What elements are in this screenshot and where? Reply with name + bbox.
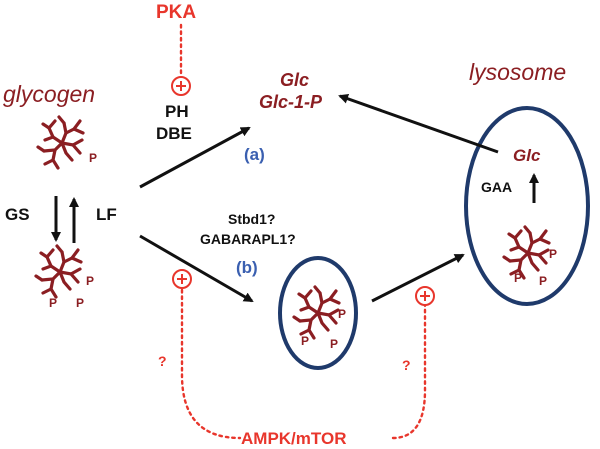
phosphate-top: P [89, 151, 98, 165]
pka-label: PKA [156, 2, 197, 23]
path-b-arrow [139, 234, 254, 303]
path-b-label: (b) [236, 258, 258, 277]
path-a-label: (a) [244, 145, 265, 164]
dbe-label: DBE [156, 124, 192, 143]
path-a-arrow [139, 126, 251, 189]
gs-label: GS [5, 205, 30, 224]
ampk-right-link [391, 302, 427, 440]
gabarapl1-label: GABARAPL1? [200, 231, 296, 247]
glycogen-title: glycogen [3, 81, 96, 107]
phosphate-vesicle-3: P [330, 337, 339, 351]
phosphate-bottom-3: P [76, 296, 85, 310]
phosphate-bottom-1: P [86, 274, 95, 288]
ampk-right-question: ? [402, 357, 411, 373]
glycogen-top-molecule [36, 115, 85, 170]
phosphate-lysosome-1: P [549, 247, 558, 261]
phosphate-lysosome-3: P [539, 274, 548, 288]
glc1p-product-label: Glc-1-P [259, 92, 323, 112]
lf-label: LF [96, 205, 117, 224]
lysosome-title: lysosome [469, 59, 567, 85]
glc-product-label: Glc [280, 70, 310, 90]
ampk-mtor-label: AMPK/mTOR [241, 429, 347, 448]
ph-label: PH [165, 102, 189, 121]
glycogen-bottom-molecule [34, 244, 83, 299]
phosphate-vesicle-2: P [301, 334, 310, 348]
lysosome-vesicle [464, 106, 590, 306]
phosphate-bottom-2: P [49, 296, 58, 310]
ampk-left-link [180, 288, 242, 440]
stbd1-label: Stbd1? [228, 211, 276, 227]
gaa-label: GAA [481, 179, 513, 195]
lysosome-glc-label: Glc [513, 146, 541, 165]
ampk-left-question: ? [158, 353, 167, 369]
vesicle-to-lysosome-arrow [371, 253, 465, 303]
phosphate-lysosome-2: P [514, 271, 523, 285]
lysosome-export-arrow [338, 93, 499, 154]
phosphate-vesicle-1: P [338, 307, 347, 321]
